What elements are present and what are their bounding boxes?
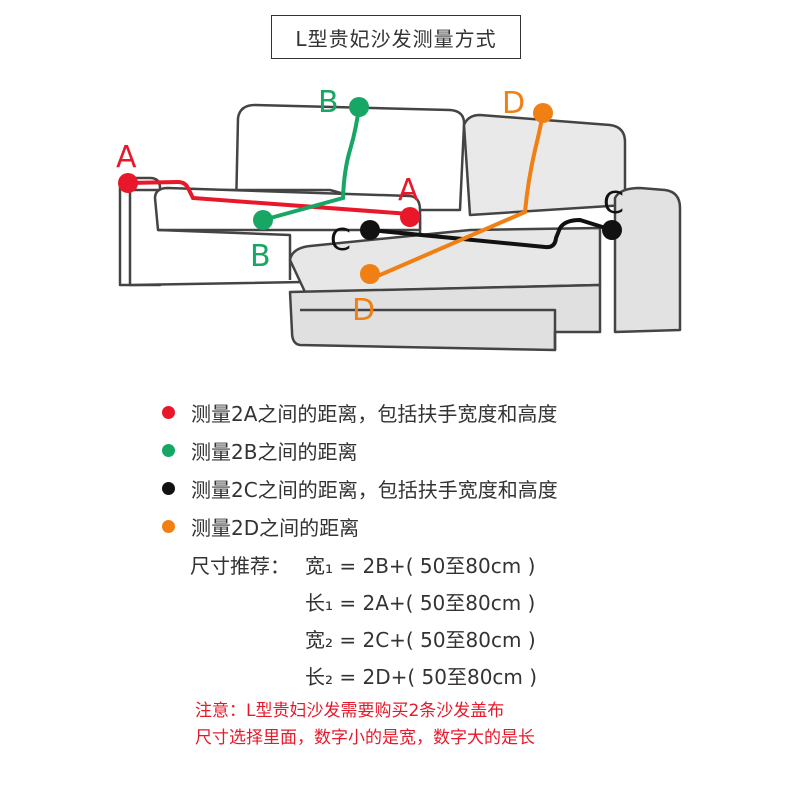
size-value: 长₂ = 2D+( 50至80cm ) — [305, 665, 538, 689]
purchase-note: 注意：L型贵妇沙发需要购买2条沙发盖布 尺寸选择里面，数字小的是宽，数字大的是长 — [195, 698, 535, 752]
size-row-3: 宽₂ = 2C+( 50至80cm ) — [190, 620, 537, 657]
page-title: L型贵妃沙发测量方式 — [271, 15, 521, 59]
point-a-left — [118, 173, 138, 193]
label-b-bottom: B — [250, 239, 271, 274]
label-d-top: D — [502, 86, 525, 121]
label-b-top: B — [318, 85, 339, 120]
label-a-right: A — [398, 173, 419, 208]
legend-item-b: 测量2B之间的距离 — [162, 431, 722, 469]
label-a-left: A — [116, 140, 137, 175]
label-d-bottom: D — [352, 293, 375, 328]
legend-item-a: 测量2A之间的距离，包括扶手宽度和高度 — [162, 393, 722, 431]
point-c-left — [360, 220, 380, 240]
point-c-right — [602, 220, 622, 240]
measure-line-a — [126, 179, 412, 216]
point-b-top — [349, 97, 369, 117]
measure-line-d — [368, 111, 545, 278]
measure-line-b — [261, 105, 361, 222]
orange-dot-icon — [162, 519, 175, 533]
size-recommendation: 尺寸推荐： 宽₁ = 2B+( 50至80cm ) 长₁ = 2A+( 50至8… — [190, 546, 537, 694]
size-label: 尺寸推荐： — [190, 554, 290, 578]
point-a-right — [400, 207, 420, 227]
sofa-diagram: A A B B C C D D — [116, 85, 682, 352]
note-line-1: 注意：L型贵妇沙发需要购买2条沙发盖布 — [195, 701, 505, 721]
point-b-bottom — [253, 210, 273, 230]
point-d-top — [533, 103, 553, 123]
point-d-bottom — [360, 264, 380, 284]
legend-text-d: 测量2D之间的距离 — [191, 515, 360, 540]
legend-item-d: 测量2D之间的距离 — [162, 507, 722, 545]
legend-item-c: 测量2C之间的距离，包括扶手宽度和高度 — [162, 469, 722, 507]
measurement-legend: 测量2A之间的距离，包括扶手宽度和高度 测量2B之间的距离 测量2C之间的距离，… — [162, 393, 722, 545]
size-value: 长₁ = 2A+( 50至80cm ) — [305, 591, 536, 615]
measure-line-c — [368, 217, 614, 250]
legend-text-b: 测量2B之间的距离 — [191, 439, 358, 464]
red-dot-icon — [162, 405, 175, 419]
note-line-2: 尺寸选择里面，数字小的是宽，数字大的是长 — [195, 728, 535, 748]
label-c-left: C — [330, 223, 351, 258]
size-row-4: 长₂ = 2D+( 50至80cm ) — [190, 657, 537, 694]
legend-text-a: 测量2A之间的距离，包括扶手宽度和高度 — [191, 401, 558, 426]
size-value: 宽₁ = 2B+( 50至80cm ) — [305, 554, 536, 578]
legend-text-c: 测量2C之间的距离，包括扶手宽度和高度 — [191, 477, 558, 502]
size-value: 宽₂ = 2C+( 50至80cm ) — [305, 628, 536, 652]
label-c-right: C — [603, 186, 624, 221]
green-dot-icon — [162, 443, 175, 457]
size-row-2: 长₁ = 2A+( 50至80cm ) — [190, 583, 537, 620]
black-dot-icon — [162, 481, 175, 495]
size-row-1: 尺寸推荐： 宽₁ = 2B+( 50至80cm ) — [190, 546, 537, 583]
